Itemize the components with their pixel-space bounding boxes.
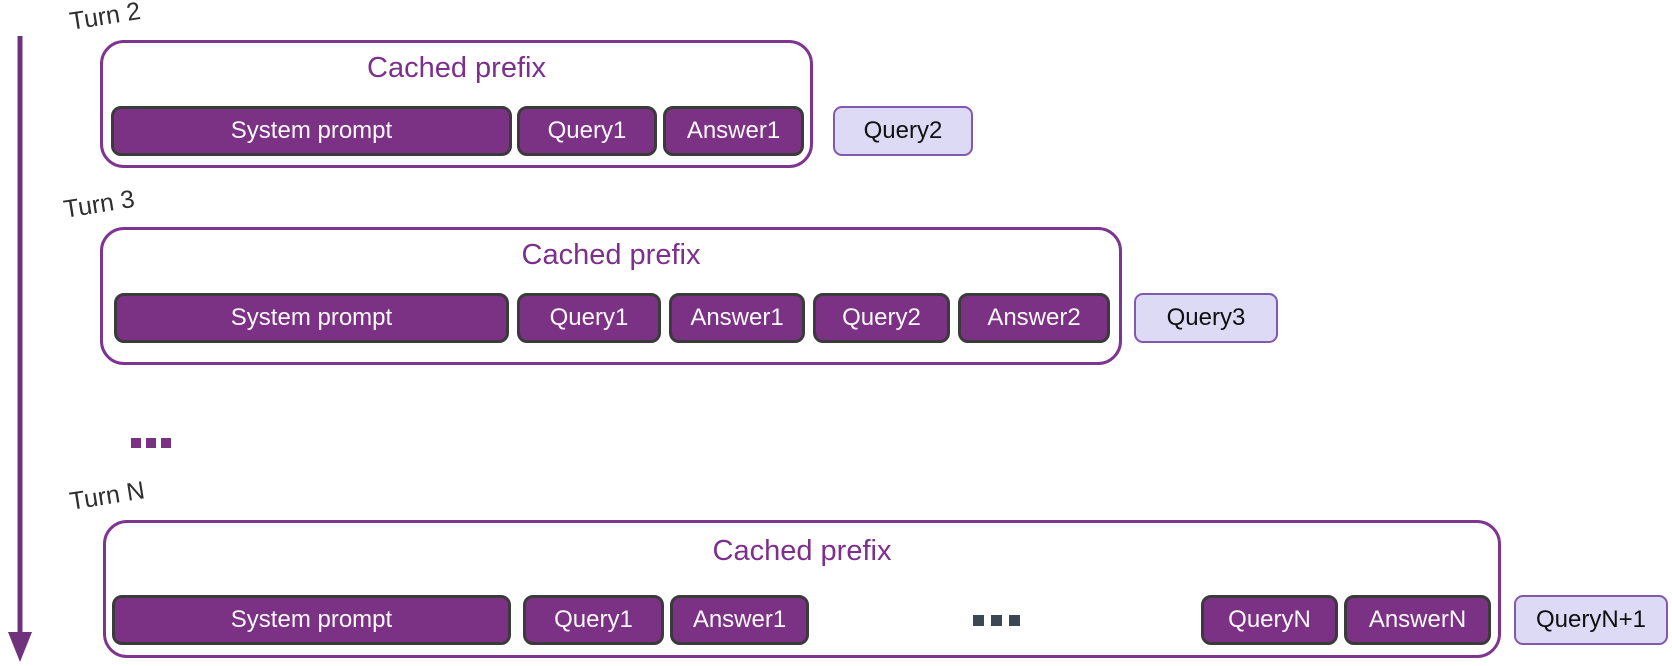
token-query1: Query1 [517, 293, 661, 343]
cached-prefix-box: Cached prefix System prompt Query1 Answe… [100, 227, 1122, 365]
new-query-chip: QueryN+1 [1514, 595, 1668, 645]
token-system-prompt: System prompt [112, 595, 511, 645]
token-answer1: Answer1 [670, 595, 809, 645]
turn-label: Turn 2 [67, 0, 143, 36]
token-query2: Query2 [813, 293, 950, 343]
turn-label: Turn 3 [61, 185, 137, 224]
new-query-chip: Query2 [833, 106, 973, 156]
token-query1: Query1 [517, 106, 657, 156]
token-query1: Query1 [523, 595, 664, 645]
token-answer1: Answer1 [669, 293, 805, 343]
cached-prefix-box: Cached prefix System prompt Query1 Answe… [103, 520, 1501, 658]
token-queryN: QueryN [1201, 595, 1338, 645]
cached-prefix-title: Cached prefix [521, 239, 701, 271]
token-system-prompt: System prompt [111, 106, 512, 156]
token-answer1: Answer1 [663, 106, 804, 156]
token-system-prompt: System prompt [114, 293, 509, 343]
tokens-gap-ellipsis-icon: ... [973, 615, 1020, 626]
cached-prefix-title: Cached prefix [367, 52, 546, 84]
token-answer2: Answer2 [958, 293, 1110, 343]
cached-prefix-title: Cached prefix [712, 535, 892, 567]
down-arrow-icon [8, 36, 32, 662]
cached-prefix-box: Cached prefix System prompt Query1 Answe… [100, 40, 813, 168]
rows-gap-ellipsis-icon: ... [131, 438, 171, 448]
token-answerN: AnswerN [1344, 595, 1491, 645]
new-query-chip: Query3 [1134, 293, 1278, 343]
turn-label: Turn N [67, 476, 147, 516]
